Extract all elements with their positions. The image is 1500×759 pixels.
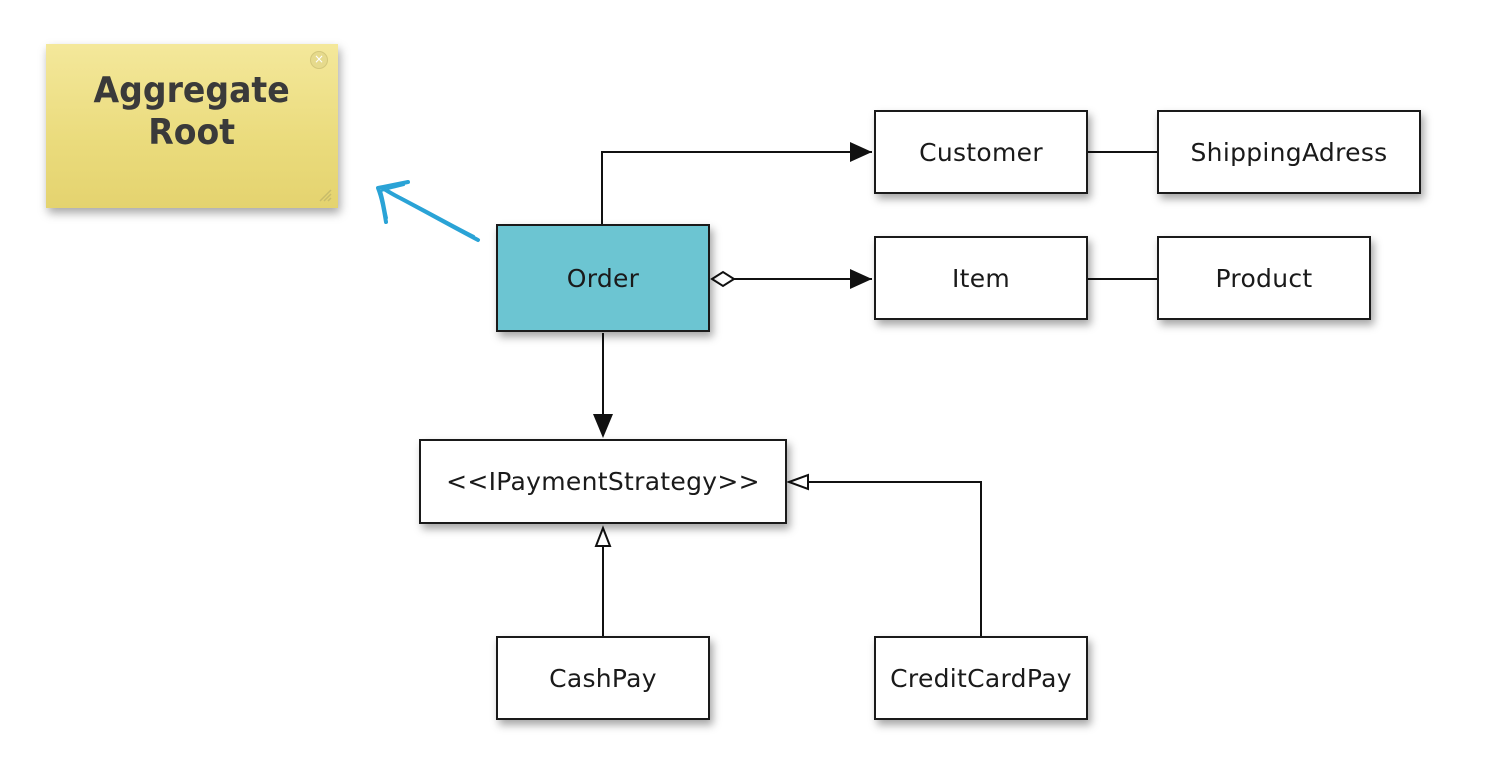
class-box-customer[interactable]: Customer [874, 110, 1088, 194]
class-box-item[interactable]: Item [874, 236, 1088, 320]
sticky-note-text: Aggregate Root [93, 70, 291, 153]
aggregation-diamond [710, 270, 736, 288]
creditcardpay-realization [808, 481, 982, 636]
interface-name-payment-strategy: <<IPaymentStrategy>> [446, 467, 760, 496]
class-name-item: Item [951, 263, 1011, 293]
class-box-credit-card-pay[interactable]: CreditCardPay [874, 636, 1088, 720]
close-icon[interactable]: × [310, 51, 328, 69]
class-box-order[interactable]: Order [496, 224, 710, 332]
interface-box-payment-strategy[interactable]: <<IPaymentStrategy>> [419, 439, 787, 524]
class-name-product: Product [1215, 263, 1313, 293]
class-box-shipping-address[interactable]: ShippingAdress [1157, 110, 1421, 194]
hand-drawn-arrow-icon [376, 180, 480, 242]
resize-grip-icon[interactable] [316, 186, 332, 202]
class-name-cash-pay: CashPay [549, 663, 657, 693]
order-customer-association [601, 151, 872, 224]
aggregate-root-sticky-note[interactable]: × Aggregate Root [46, 44, 338, 208]
class-name-customer: Customer [919, 137, 1043, 167]
class-name-credit-card-pay: CreditCardPay [890, 663, 1072, 693]
class-box-product[interactable]: Product [1157, 236, 1371, 320]
class-name-order: Order [566, 263, 640, 293]
class-name-shipping-address: ShippingAdress [1190, 137, 1388, 167]
class-box-cash-pay[interactable]: CashPay [496, 636, 710, 720]
